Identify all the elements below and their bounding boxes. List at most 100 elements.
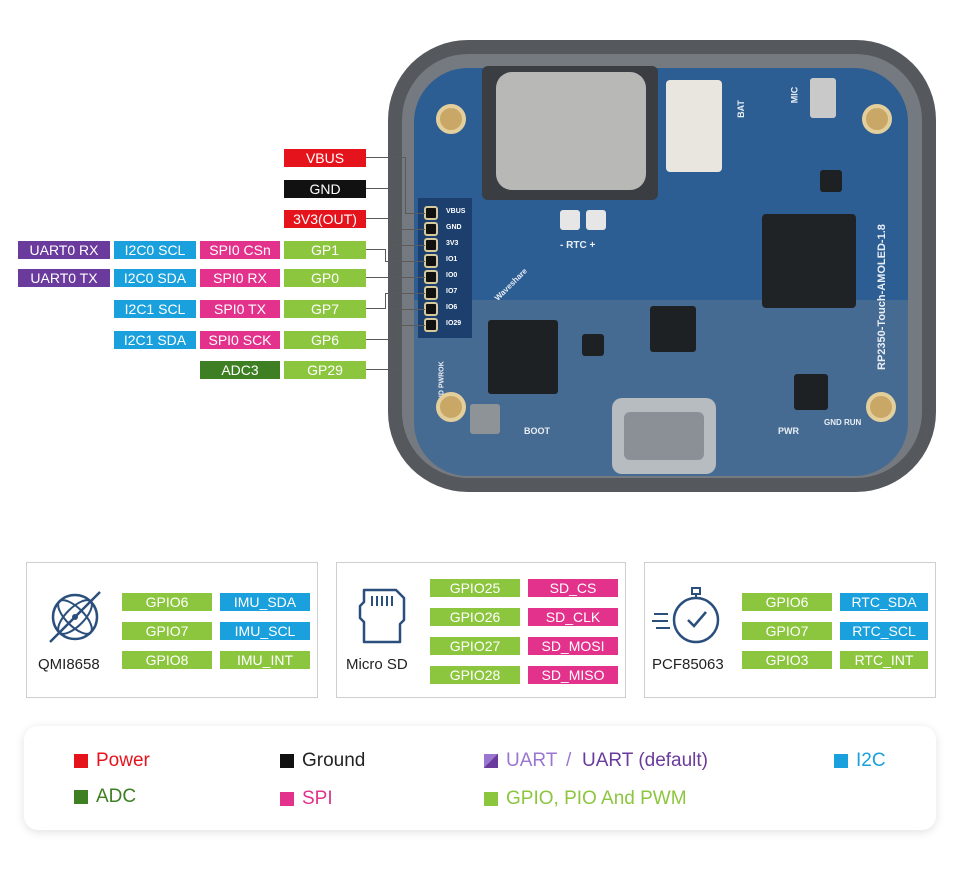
- leader-line: [366, 249, 386, 250]
- sd-gpio25: GPIO25: [430, 579, 520, 597]
- leader-line: [366, 157, 406, 158]
- qmi-imu-int: IMU_INT: [220, 651, 310, 669]
- leader-line: [397, 325, 398, 370]
- boot-silkscreen: BOOT: [524, 426, 550, 436]
- pin-label-i2c1-scl: I2C1 SCL: [114, 300, 196, 318]
- leader-line: [366, 308, 386, 309]
- leader-line: [366, 218, 390, 219]
- chip-4: [794, 374, 828, 410]
- pin-label-gp29: GP29: [284, 361, 366, 379]
- pin-label-i2c1-sda: I2C1 SDA: [114, 331, 196, 349]
- mcu-chip: [762, 214, 856, 308]
- header-pin: [424, 222, 438, 236]
- leader-line: [405, 213, 425, 214]
- legend-uart-separator: /: [566, 750, 572, 771]
- screw-bottom-right: [866, 392, 896, 422]
- legend-swatch-i2c: [834, 754, 848, 768]
- mic-silkscreen: MIC: [789, 86, 800, 104]
- sd-gpio28: GPIO28: [430, 666, 520, 684]
- header-pin-label: IO1: [446, 256, 458, 263]
- pin-label-uart0-tx: UART0 TX: [18, 269, 110, 287]
- gyroscope-icon: [49, 591, 101, 643]
- header-pin: [424, 206, 438, 220]
- rtc-pad-minus: [560, 210, 580, 230]
- leader-line: [385, 293, 386, 309]
- pwr-silkscreen: PWR: [778, 426, 799, 436]
- sd-gpio26: GPIO26: [430, 608, 520, 626]
- header-pin: [424, 286, 438, 300]
- boot-button: [470, 404, 500, 434]
- legend-swatch-adc: [74, 790, 88, 804]
- sd-cs: SD_CS: [528, 579, 618, 597]
- leader-line: [385, 293, 425, 294]
- pcf-gpio7: GPIO7: [742, 622, 832, 640]
- legend-swatch-gpio: [484, 792, 498, 806]
- gnd-run-silkscreen: GND RUN: [824, 418, 862, 427]
- header-pin-label: VBUS: [446, 208, 466, 215]
- pin-label-i2c0-sda: I2C0 SDA: [114, 269, 196, 287]
- pin-label-spi0-sck: SPI0 SCK: [200, 331, 280, 349]
- sd-clk: SD_CLK: [528, 608, 618, 626]
- header-pin-label: GND: [446, 224, 462, 231]
- qmi-gpio8: GPIO8: [122, 651, 212, 669]
- pin-label-spi0-rx: SPI0 RX: [200, 269, 280, 287]
- header-pin: [424, 254, 438, 268]
- pcf-gpio6: GPIO6: [742, 593, 832, 611]
- leader-line: [397, 188, 398, 229]
- header-pin-label: IO6: [446, 304, 458, 311]
- legend-uart: UART: [506, 750, 558, 771]
- usb-c-inner: [624, 412, 704, 460]
- pin-label-gp0: GP0: [284, 269, 366, 287]
- mic-component: [810, 78, 836, 118]
- pcf-rtc-int: RTC_INT: [840, 651, 928, 669]
- pcf-gpio3: GPIO3: [742, 651, 832, 669]
- pin-label-gp7: GP7: [284, 300, 366, 318]
- sd-miso: SD_MISO: [528, 666, 618, 684]
- pcf85063-caption: PCF85063: [652, 656, 724, 673]
- leader-line: [366, 369, 398, 370]
- chip-1: [488, 320, 558, 394]
- pcf-rtc-scl: RTC_SCL: [840, 622, 928, 640]
- pin-label-adc3: ADC3: [200, 361, 280, 379]
- header-pin: [424, 270, 438, 284]
- pin-label-3v3: 3V3(OUT): [284, 210, 366, 228]
- leader-line: [385, 249, 386, 261]
- pin-label-gp6: GP6: [284, 331, 366, 349]
- rtc-pad-plus: [586, 210, 606, 230]
- pin-label-vbus: VBUS: [284, 149, 366, 167]
- legend-uart-default: UART (default): [582, 750, 709, 771]
- leader-line: [366, 339, 390, 340]
- header-pin: [424, 302, 438, 316]
- leader-line: [397, 325, 425, 326]
- sd-mosi: SD_MOSI: [528, 637, 618, 655]
- chip-5: [582, 334, 604, 356]
- leader-line: [389, 309, 390, 340]
- header-pin-label: IO29: [446, 320, 462, 327]
- board-name: RP2350-Touch-AMOLED-1.8: [876, 224, 888, 370]
- bat-silkscreen: BAT: [735, 100, 746, 118]
- header-pin-label: IO0: [446, 272, 458, 279]
- legend-swatch-uart: [484, 754, 498, 768]
- stopwatch-icon: [652, 587, 720, 644]
- leader-line: [366, 188, 398, 189]
- qmi-imu-scl: IMU_SCL: [220, 622, 310, 640]
- pin-label-gp1: GP1: [284, 241, 366, 259]
- pin-label-i2c0-scl: I2C0 SCL: [114, 241, 196, 259]
- sd-gpio27: GPIO27: [430, 637, 520, 655]
- leader-line: [397, 229, 425, 230]
- legend-swatch-power: [74, 754, 88, 768]
- leader-line: [366, 277, 425, 278]
- pin-label-gnd: GND: [284, 180, 366, 198]
- sd-card-icon: [358, 588, 406, 644]
- pin-label-spi0-tx: SPI0 TX: [200, 300, 280, 318]
- qmi-gpio7: GPIO7: [122, 622, 212, 640]
- pin-label-spi0-csn: SPI0 CSn: [200, 241, 280, 259]
- leader-line: [405, 157, 406, 213]
- rtc-silkscreen: - RTC +: [560, 240, 596, 251]
- chip-2: [650, 306, 696, 352]
- leader-line: [389, 309, 425, 310]
- header-pin-label: 3V3: [446, 240, 459, 247]
- header-pin-label: IO7: [446, 288, 458, 295]
- screw-top-left: [436, 104, 466, 134]
- legend-swatch-ground: [280, 754, 294, 768]
